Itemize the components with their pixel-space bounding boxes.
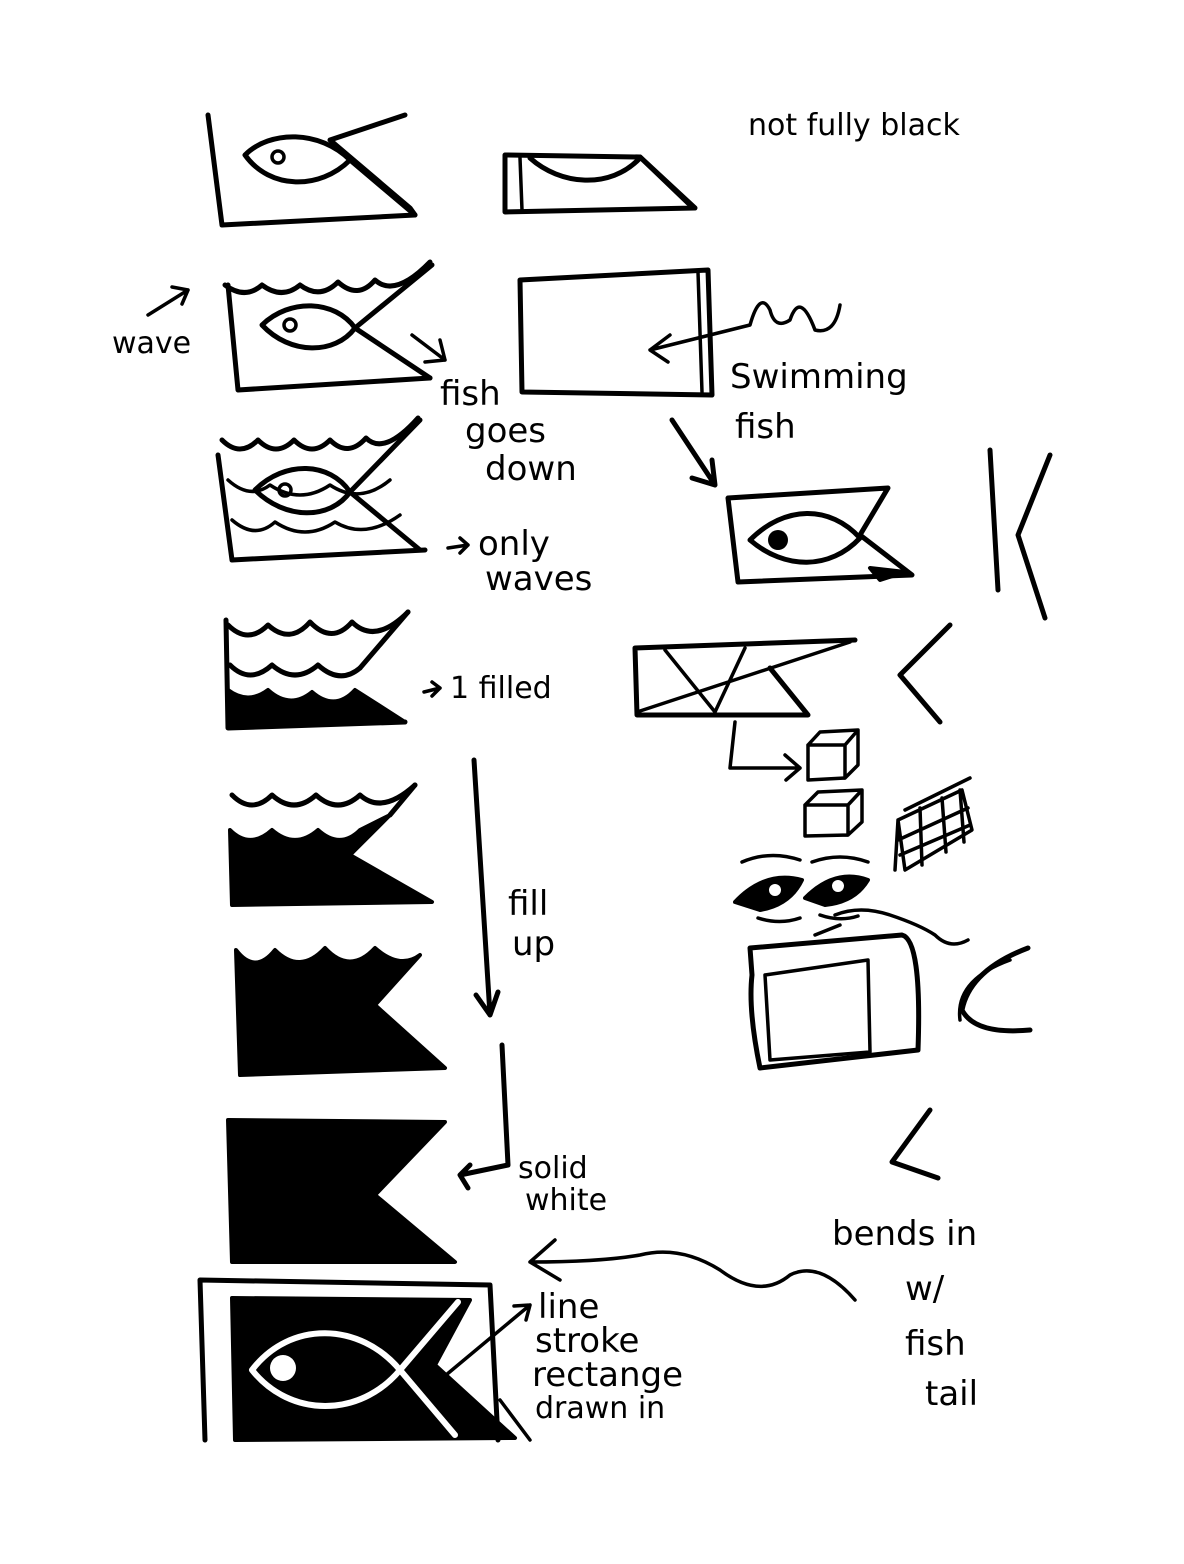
note-solid-white-2: white	[525, 1183, 607, 1218]
frame-4-one-filled	[223, 609, 411, 731]
frame-5-half-filled	[228, 782, 434, 907]
frame-3-fish-down	[215, 415, 428, 563]
frame-2-wave-fish	[222, 259, 435, 393]
note-line-stroke-4: drawn in	[535, 1391, 665, 1426]
frame-6-almost-full	[234, 946, 447, 1077]
note-bends-in-3: fish	[905, 1324, 966, 1364]
note-line-stroke-3: rectange	[532, 1355, 683, 1395]
note-line-stroke-2: stroke	[535, 1321, 639, 1361]
frame-8-final-logo	[197, 1277, 517, 1443]
note-only-waves-2: waves	[485, 559, 592, 599]
small-chevron	[889, 1107, 941, 1181]
note-wave: wave	[112, 326, 191, 361]
tail-bend-lines	[987, 447, 1053, 621]
note-swimming-fish-1: Swimming	[730, 357, 908, 397]
note-fish-goes-down-3: down	[485, 449, 577, 489]
arrows	[146, 285, 970, 1442]
note-only-waves-1: only	[478, 524, 550, 564]
cube-sketches	[803, 728, 974, 872]
note-not-fully-black: not fully black	[748, 108, 960, 143]
frame-1-fish-outline	[205, 112, 418, 228]
eye-fish-logo	[725, 485, 915, 585]
note-fish-goes-down-1: fish	[440, 374, 501, 414]
frame-7-solid-flag	[226, 1118, 457, 1264]
note-fill-up-1: fill	[508, 884, 548, 924]
note-bends-in-4: tail	[925, 1374, 978, 1414]
curve-sketch	[957, 945, 1033, 1034]
chevron-sketch	[897, 622, 953, 725]
note-swimming-fish-2: fish	[735, 407, 796, 447]
crossed-rectangle	[632, 637, 858, 718]
note-bends-in-1: bends in	[832, 1214, 977, 1254]
frame-1b-cropped-fish	[502, 152, 698, 215]
note-fish-goes-down-2: goes	[465, 411, 546, 451]
note-bends-in-2: w/	[905, 1269, 945, 1309]
notes: not fully black wave fish goes down Swim…	[112, 108, 978, 1426]
note-fill-up-2: up	[512, 924, 555, 964]
note-line-stroke-1: line	[538, 1287, 599, 1327]
box-sketch	[747, 923, 922, 1071]
note-one-filled: 1 filled	[450, 671, 552, 706]
empty-rectangle	[517, 267, 715, 398]
note-solid-white-1: solid	[518, 1151, 588, 1186]
eyes-sketch	[733, 853, 870, 924]
